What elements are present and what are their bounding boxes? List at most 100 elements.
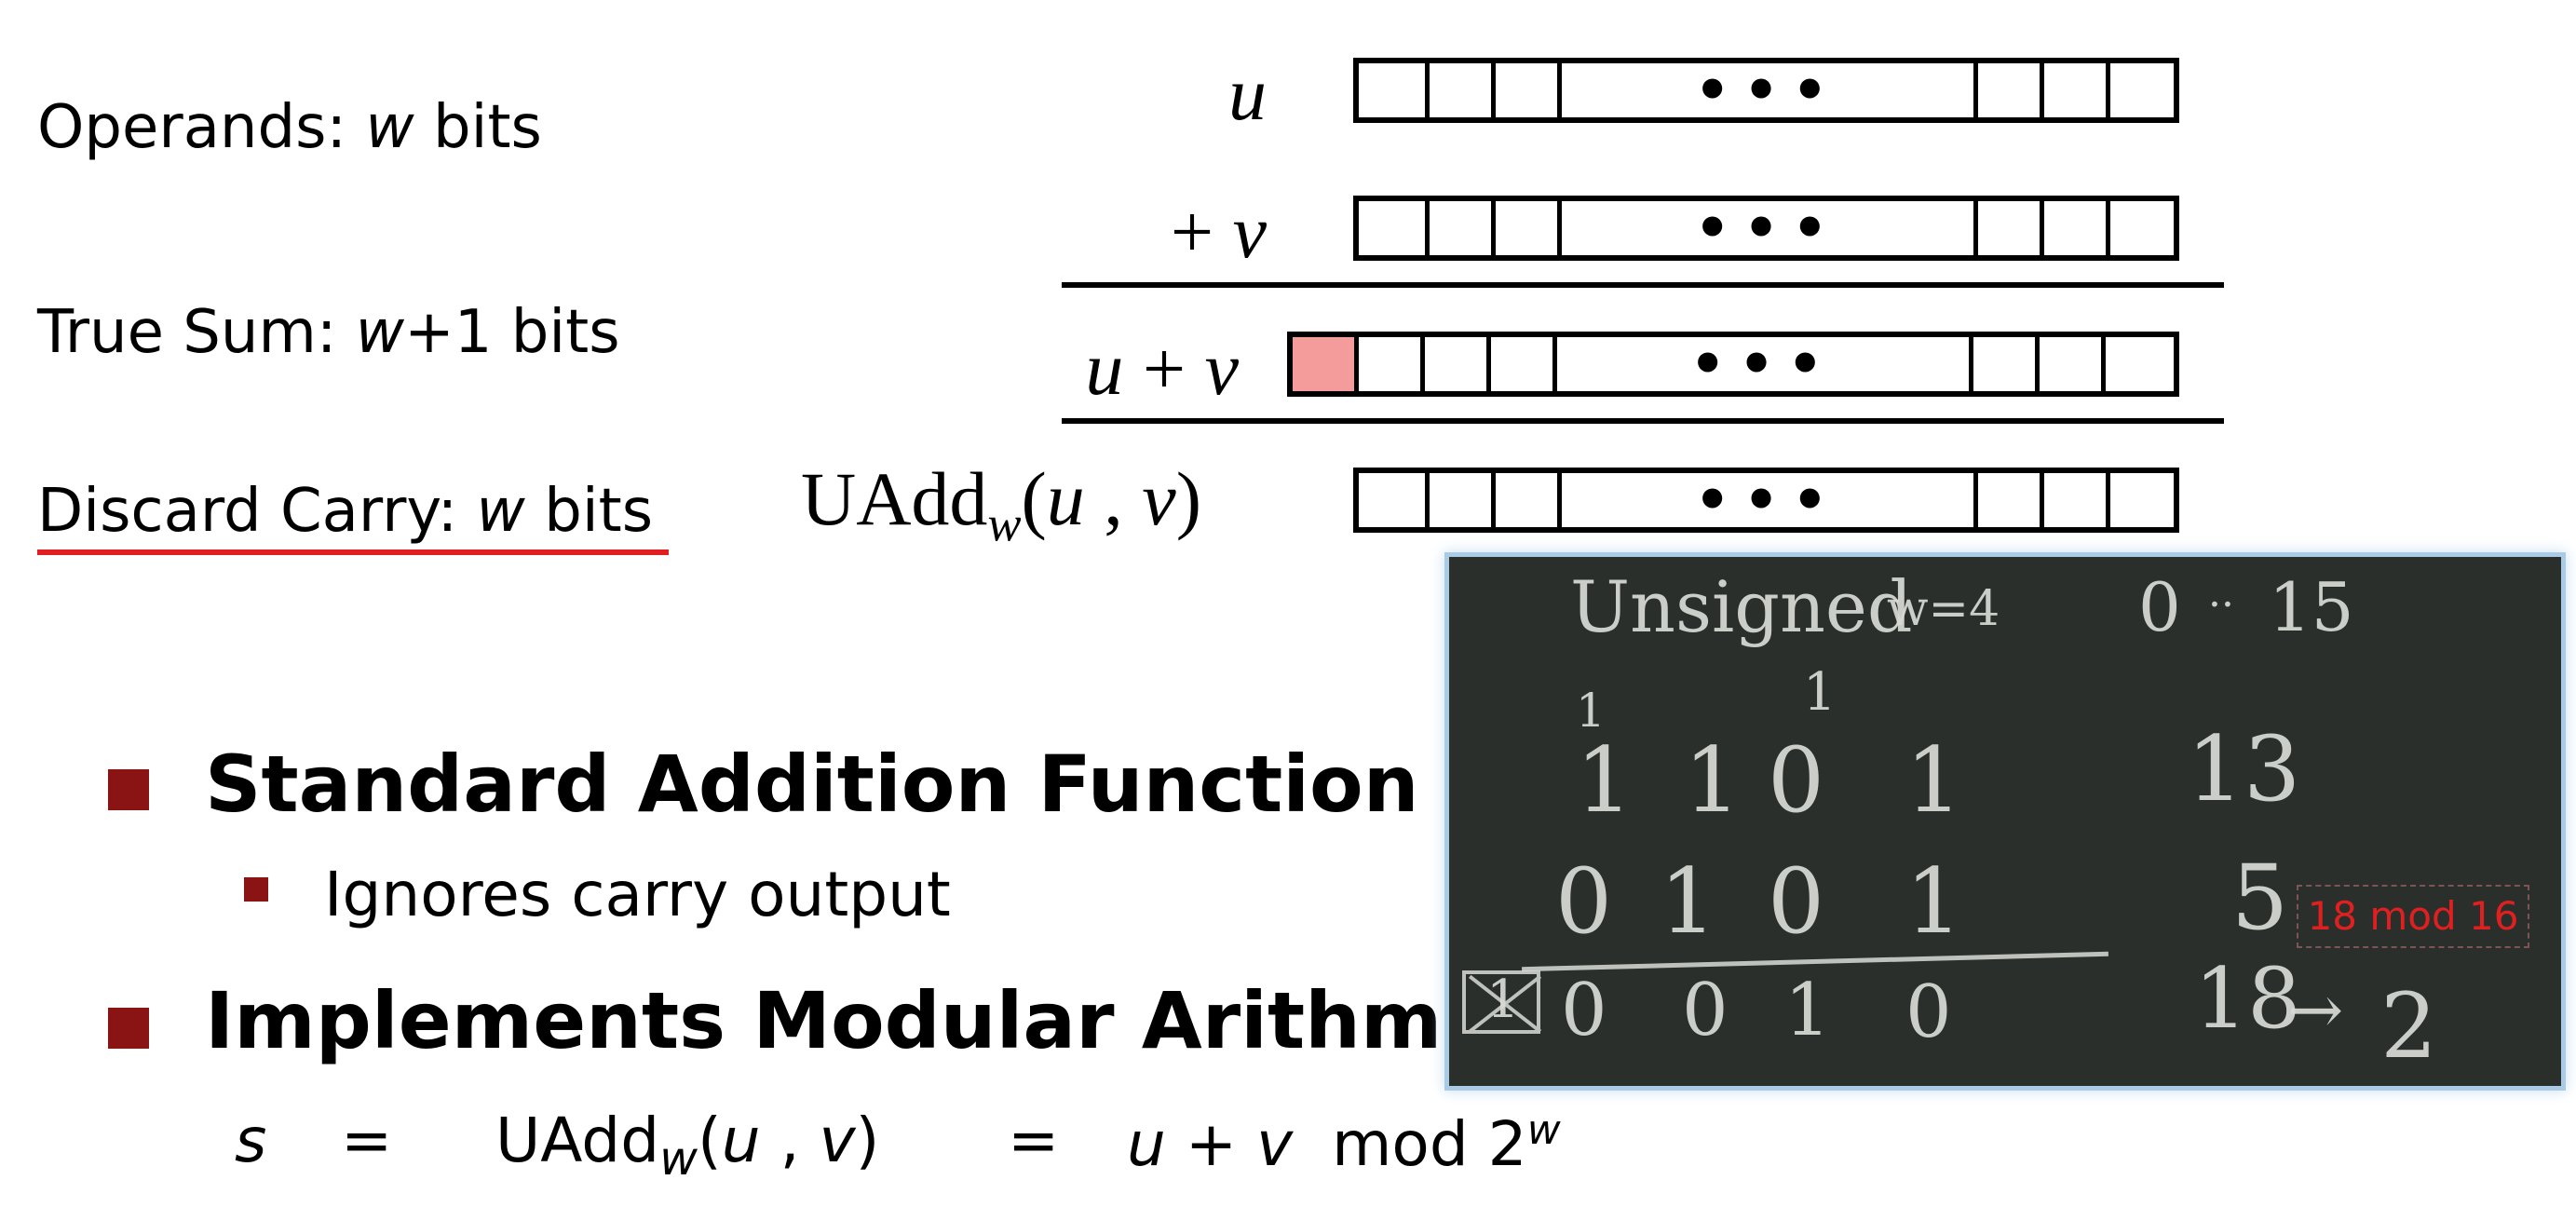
cell-divider xyxy=(1425,201,1430,255)
sub-bullet-icon xyxy=(244,877,268,902)
formula-v: v xyxy=(819,1105,856,1176)
discard-suffix: bits xyxy=(524,477,654,546)
board-title: Unsigned xyxy=(1570,565,1913,648)
true-sum-label: True Sum: w+1 bits xyxy=(37,303,620,362)
truesum-suffix: +1 bits xyxy=(404,298,620,367)
sum-plus: + xyxy=(1142,326,1186,411)
board-carry-1: 1 xyxy=(1576,684,1606,738)
cell-divider xyxy=(2040,201,2044,255)
cell-divider xyxy=(1486,337,1491,391)
uadd-sub: w xyxy=(987,495,1022,552)
row-label-u: u xyxy=(1228,51,1267,136)
discard-var: w xyxy=(476,477,525,546)
cell-divider xyxy=(1491,473,1496,527)
formula-plus: + xyxy=(1165,1108,1257,1180)
sub-bullet-ignores-carry: Ignores carry output xyxy=(324,859,951,930)
cell-divider xyxy=(1425,63,1430,117)
cell-divider xyxy=(2040,473,2044,527)
formula-uadd-sub: w xyxy=(659,1132,698,1187)
board-row3-bit: 1 xyxy=(1784,969,1831,1052)
cell-divider xyxy=(1552,337,1557,391)
board-note-annotation: 18 mod 16 xyxy=(2297,885,2529,948)
row-label-uadd: UAddw(u , v) xyxy=(801,461,1285,549)
formula-s: s xyxy=(235,1110,266,1172)
operands-var: w xyxy=(365,93,414,162)
operands-suffix: bits xyxy=(414,93,542,162)
board-row1-bit: 0 xyxy=(1768,728,1825,833)
board-row3-carry: 1 xyxy=(1486,970,1520,1030)
board-row1-bit: 1 xyxy=(1905,728,1963,833)
cell-divider xyxy=(2040,63,2044,117)
ellipsis: ••• xyxy=(1694,58,1841,123)
sum-v: v xyxy=(1204,326,1239,411)
uadd-text: UAdd xyxy=(801,456,988,541)
formula-uadd-text: UAdd xyxy=(495,1105,660,1176)
board-row3-value: 18 xyxy=(2194,950,2301,1048)
board-row2-bit: 0 xyxy=(1555,849,1613,954)
cell-divider xyxy=(2106,201,2110,255)
discard-underline xyxy=(37,549,669,555)
ellipsis: ••• xyxy=(1694,468,1841,533)
uadd-open: ( xyxy=(1021,456,1047,541)
register-u: ••• xyxy=(1353,58,2179,123)
discard-rule-line xyxy=(1062,418,2224,424)
formula-close: ) xyxy=(855,1105,880,1176)
v-var: v xyxy=(1232,189,1267,274)
plus-sign: + xyxy=(1170,189,1214,274)
formula-sep: , xyxy=(760,1105,820,1176)
formula-open: ( xyxy=(698,1105,722,1176)
operands-prefix: Operands: xyxy=(37,93,366,162)
board-row3-result: 2 xyxy=(2380,974,2438,1078)
bullet-icon xyxy=(108,1008,149,1049)
discard-prefix: Discard Carry: xyxy=(37,477,477,546)
cell-divider xyxy=(2106,473,2110,527)
cell-divider xyxy=(1973,63,1978,117)
discard-carry-label: Discard Carry: w bits xyxy=(37,481,653,541)
cell-divider xyxy=(1491,63,1496,117)
cell-divider xyxy=(1557,473,1562,527)
formula-v2: v xyxy=(1256,1108,1294,1180)
cell-divider xyxy=(1420,337,1425,391)
register-v: ••• xyxy=(1353,196,2179,261)
ellipsis: ••• xyxy=(1694,196,1841,261)
carry-bit xyxy=(1293,337,1354,391)
cell-divider xyxy=(1973,201,1978,255)
board-row3-bit: 0 xyxy=(1682,969,1729,1052)
cell-divider xyxy=(2035,337,2040,391)
board-carry-2: 1 xyxy=(1803,662,1837,723)
formula-eq2: = xyxy=(1008,1105,1060,1176)
register-uadd: ••• xyxy=(1353,468,2179,533)
chalkboard-video: Unsigned w=4 0 ·· 15 1 1 1 1 0 1 13 0 1 … xyxy=(1449,557,2561,1086)
row-label-plus-v: + v xyxy=(1118,194,1267,270)
cell-divider xyxy=(1557,63,1562,117)
board-row2-bit: 0 xyxy=(1768,849,1825,954)
operands-label: Operands: w bits xyxy=(37,98,542,157)
board-range-dots: ·· xyxy=(2208,581,2234,629)
board-row2-bit: 1 xyxy=(1905,849,1963,954)
board-row2-bit: 1 xyxy=(1660,849,1717,954)
sum-u: u xyxy=(1085,326,1124,411)
board-row1-bit: 1 xyxy=(1684,728,1742,833)
formula-rhs: u + v mod 2w xyxy=(1127,1110,1561,1175)
board-range-hi: 15 xyxy=(2269,568,2354,646)
cell-divider xyxy=(2101,337,2106,391)
formula-u: u xyxy=(721,1105,761,1176)
board-crossed-carry xyxy=(1462,970,1542,1034)
cell-divider xyxy=(1969,337,1973,391)
board-range-lo: 0 xyxy=(2138,568,2181,646)
uadd-close: ) xyxy=(1175,456,1201,541)
cell-divider xyxy=(2106,63,2110,117)
formula-uadd: UAddw(u , v) xyxy=(495,1110,879,1183)
uadd-v: v xyxy=(1142,456,1176,541)
formula-mod: mod 2 xyxy=(1332,1108,1527,1180)
formula-eq1: = xyxy=(341,1105,393,1176)
board-arrow: → xyxy=(2287,970,2344,1049)
cell-divider xyxy=(1973,473,1978,527)
bullet-icon xyxy=(108,769,149,810)
sum-rule-line xyxy=(1062,282,2224,288)
ellipsis: ••• xyxy=(1689,332,1837,397)
formula-u2: u xyxy=(1127,1108,1166,1180)
register-true-sum: ••• xyxy=(1287,332,2179,397)
truesum-var: w xyxy=(355,298,405,367)
cell-divider xyxy=(1354,337,1359,391)
